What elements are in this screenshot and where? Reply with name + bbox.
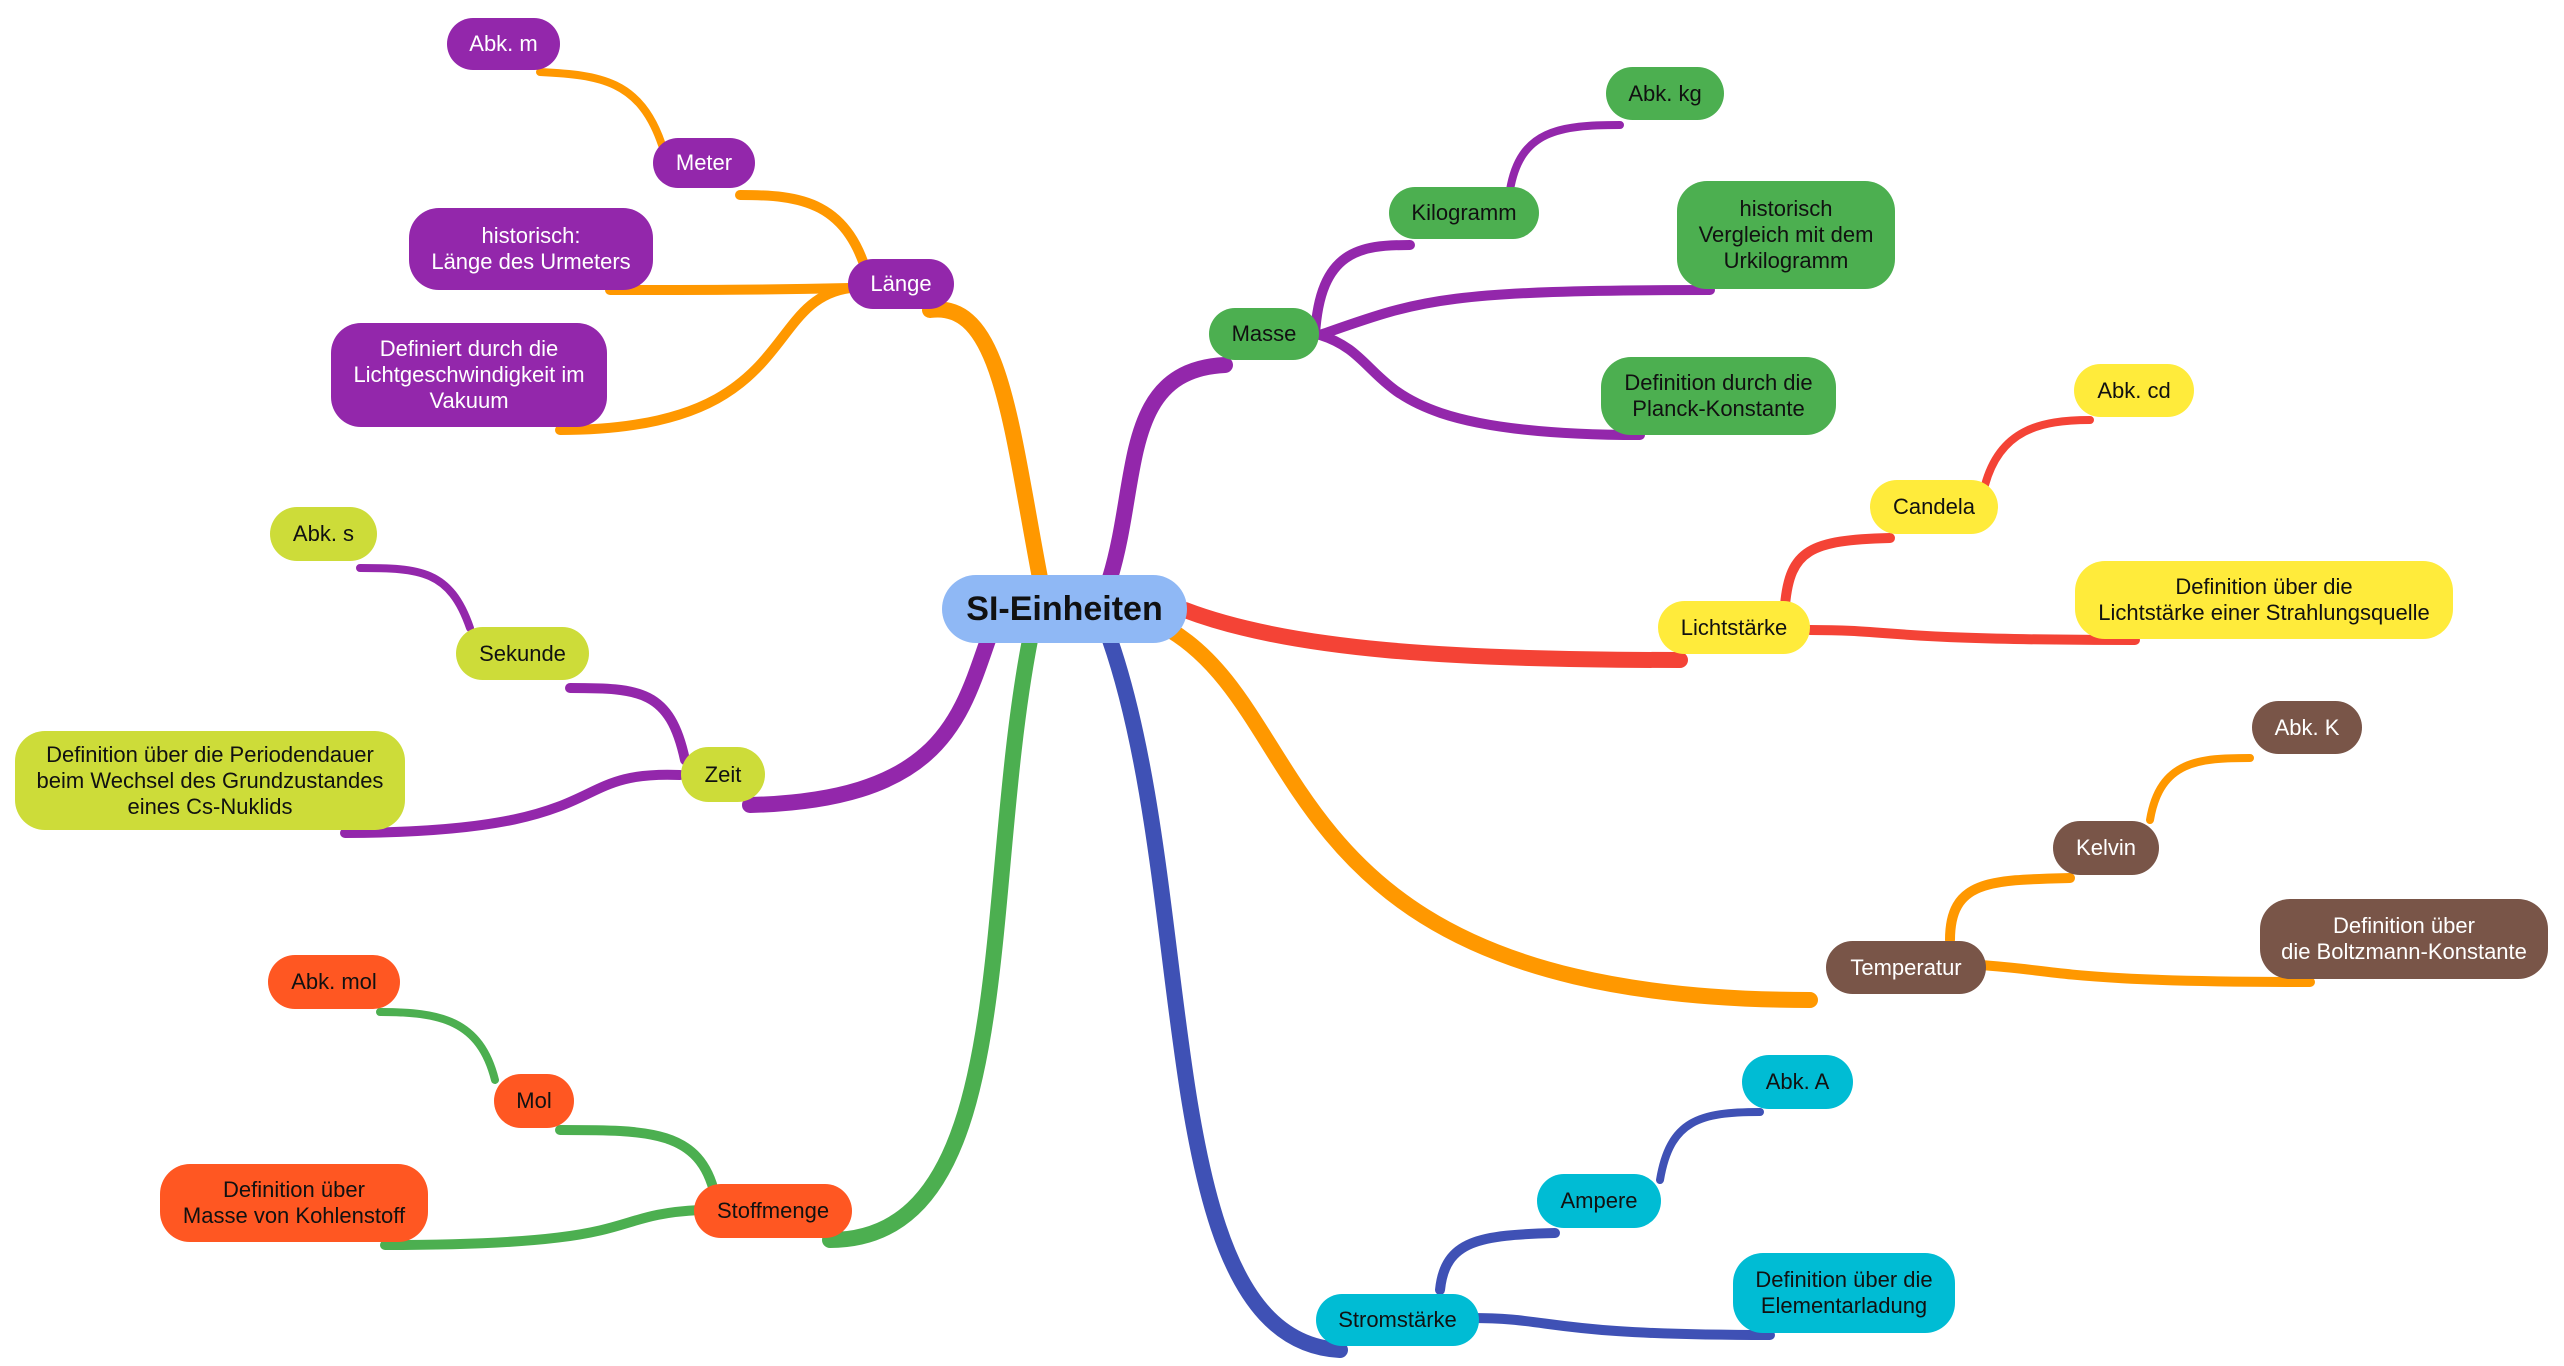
node-masse-definition[interactable]: Definition durch die Planck-Konstante <box>1601 357 1836 435</box>
edge-masse-def <box>1315 330 1645 440</box>
edge-root-temp <box>1162 622 1818 1008</box>
edge-kelvin-abbr <box>2146 754 2254 824</box>
node-laenge[interactable]: Länge <box>848 259 954 309</box>
edge-mol-abbr <box>376 1008 499 1084</box>
node-stoff-definition[interactable]: Definition über Masse von Kohlenstoff <box>160 1164 428 1242</box>
edge-amp-abbr <box>1656 1108 1764 1184</box>
node-candela[interactable]: Candela <box>1870 480 1998 534</box>
edge-zeit-sek <box>565 683 690 765</box>
node-kilogramm[interactable]: Kilogramm <box>1389 187 1539 239</box>
edge-root-stoff <box>822 632 1038 1248</box>
edge-root-strom <box>1102 632 1348 1358</box>
edge-stoff-def <box>380 1205 705 1250</box>
edge-strom-amp <box>1435 1228 1560 1295</box>
node-temp-definition[interactable]: Definition über die Boltzmann-Konstante <box>2260 899 2548 979</box>
node-licht-definition[interactable]: Definition über die Lichtstärke einer St… <box>2075 561 2453 639</box>
edge-stoff-mol <box>555 1125 720 1200</box>
root-node[interactable]: SI-Einheiten <box>942 575 1187 643</box>
edge-temp-kelvin <box>1945 873 2075 945</box>
node-masse-historisch[interactable]: historisch Vergleich mit dem Urkilogramm <box>1677 181 1895 289</box>
edge-zeit-def <box>340 769 685 838</box>
edge-root-laenge <box>922 301 1048 586</box>
node-temperatur[interactable]: Temperatur <box>1826 941 1986 994</box>
node-abk-mol[interactable]: Abk. mol <box>268 955 400 1009</box>
edge-root-licht <box>1177 602 1688 668</box>
edge-root-masse <box>1102 357 1233 586</box>
node-kelvin[interactable]: Kelvin <box>2053 821 2159 875</box>
edge-masse-kg <box>1310 240 1415 340</box>
node-zeit-definition[interactable]: Definition über die Periodendauer beim W… <box>15 731 405 830</box>
node-abk-k[interactable]: Abk. K <box>2252 701 2362 754</box>
node-mol[interactable]: Mol <box>494 1074 574 1128</box>
edge-laenge-def <box>555 283 855 435</box>
node-abk-a[interactable]: Abk. A <box>1742 1055 1853 1109</box>
node-abk-cd[interactable]: Abk. cd <box>2074 364 2194 417</box>
edge-kg-abbr <box>1506 121 1624 194</box>
edge-masse-hist <box>1315 285 1715 340</box>
edge-laenge-hist <box>605 283 855 295</box>
node-abk-m[interactable]: Abk. m <box>447 18 560 70</box>
node-laenge-historisch[interactable]: historisch: Länge des Urmeters <box>409 208 653 290</box>
node-masse[interactable]: Masse <box>1209 308 1319 360</box>
node-lichtstaerke[interactable]: Lichtstärke <box>1658 601 1810 654</box>
edge-licht-cd <box>1780 533 1895 610</box>
node-stoffmenge[interactable]: Stoffmenge <box>694 1184 852 1238</box>
edge-meter-abbr <box>536 68 666 149</box>
edge-strom-def <box>1465 1313 1775 1340</box>
node-stromstaerke[interactable]: Stromstärke <box>1316 1294 1479 1346</box>
node-zeit[interactable]: Zeit <box>681 747 765 802</box>
node-laenge-definition[interactable]: Definiert durch die Lichtgeschwindigkeit… <box>331 323 607 427</box>
edge-root-zeit <box>742 632 996 813</box>
node-sekunde[interactable]: Sekunde <box>456 627 589 680</box>
node-abk-s[interactable]: Abk. s <box>270 507 377 561</box>
edge-temp-def <box>1975 960 2315 987</box>
node-meter[interactable]: Meter <box>653 138 755 188</box>
node-abk-kg[interactable]: Abk. kg <box>1606 67 1724 120</box>
edge-licht-def <box>1805 625 2140 645</box>
edge-sek-abbr <box>356 564 474 632</box>
node-strom-definition[interactable]: Definition über die Elementarladung <box>1733 1253 1955 1333</box>
edge-cd-abbr <box>1981 416 2094 489</box>
node-ampere[interactable]: Ampere <box>1537 1174 1661 1228</box>
edge-laenge-meter <box>735 190 875 290</box>
